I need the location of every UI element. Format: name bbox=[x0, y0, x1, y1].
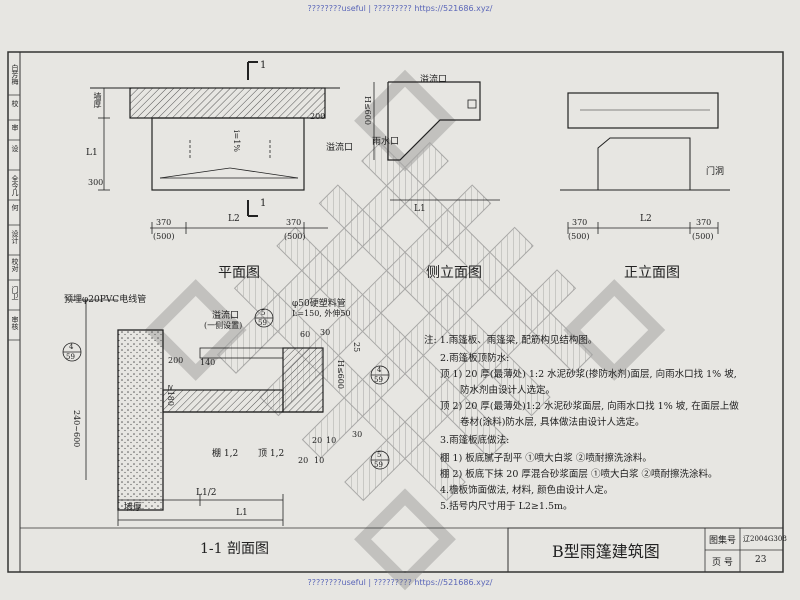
section-pipe-label: φ50硬塑料管 bbox=[292, 299, 346, 309]
side-dim-370: 370 bbox=[286, 218, 302, 227]
side-strip-item: 设计 bbox=[11, 230, 19, 244]
plan-wall-label: 墙厚 bbox=[93, 92, 102, 108]
note-line: 棚 2) 板底下抹 20 厚混合砂浆面层 ①喷大白浆 ②喷耐擦洗涂料。 bbox=[440, 469, 718, 480]
detail-b-page: 59 bbox=[258, 319, 267, 327]
section-dim-20: 20 bbox=[298, 456, 309, 465]
detail-b-num: 5 bbox=[261, 309, 266, 317]
note-line: 4.檐板饰面做法, 材料, 颜色由设计人定。 bbox=[440, 485, 614, 496]
section-dim-30b: 30 bbox=[352, 430, 363, 439]
detail-a-num: 4 bbox=[69, 343, 74, 351]
section-dim-h: H≤600 bbox=[336, 360, 345, 389]
section-dim-60: 60 bbox=[300, 330, 311, 339]
plan-dim-300: 300 bbox=[88, 178, 104, 187]
section-dim-240: 240~600 bbox=[72, 410, 81, 448]
side-strip-item: 设 bbox=[11, 145, 19, 152]
section-overflow-note: (一侧设置) bbox=[204, 321, 243, 330]
note-line: 卷材(涂料)防水层, 具体做法由设计人选定。 bbox=[460, 417, 645, 428]
side-dim-h: H≤600 bbox=[363, 96, 372, 125]
side-strip-item: 白芳梅 bbox=[11, 64, 19, 85]
section-conduit-label: 预埋φ20PVC电线管 bbox=[64, 295, 147, 305]
section-dim-20b: 20 bbox=[312, 436, 323, 445]
atlas-value: 辽2004G308 bbox=[743, 535, 787, 543]
section-dim-l1: L1 bbox=[236, 508, 248, 518]
front-dim-370-right: 370 bbox=[696, 218, 712, 227]
side-overflow-label: 溢流口 bbox=[420, 75, 448, 85]
atlas-label: 图集号 bbox=[709, 536, 737, 546]
front-dim-l2: L2 bbox=[640, 214, 652, 224]
side-dim-l1: L1 bbox=[414, 204, 426, 214]
note-line: 5.括号内尺寸用于 L2≥1.5m。 bbox=[440, 501, 573, 512]
side-strip-item: 审核 bbox=[11, 316, 19, 330]
plan-dim-l1: L1 bbox=[86, 148, 98, 158]
note-line: 顶 1) 20 厚(最薄处) 1:2 水泥砂浆(掺防水剂)面层, 向雨水口找 1… bbox=[440, 369, 737, 380]
note-line: 棚 1) 板底腻子刮平 ①喷大白浆 ②喷耐擦洗涂料。 bbox=[440, 453, 652, 464]
side-strip-item: 校对 bbox=[11, 258, 19, 272]
plan-slope: i=1% bbox=[232, 130, 241, 152]
side-title: 侧立面图 bbox=[426, 265, 482, 281]
section-roof: 顶 1,2 bbox=[258, 449, 285, 459]
plan-dim-500: (500) bbox=[153, 232, 175, 241]
side-strip-item: 全今几 bbox=[11, 175, 19, 196]
detail-b-page-2: 59 bbox=[374, 461, 383, 469]
front-door-label: 门洞 bbox=[706, 167, 725, 177]
plan-title: 平面图 bbox=[218, 265, 260, 281]
front-dim-500: (500) bbox=[568, 232, 590, 241]
plan-section-mark: 1 bbox=[260, 60, 267, 71]
watermark-top[interactable]: ????????useful | ????????? https://52168… bbox=[307, 4, 493, 13]
side-drain-label: 雨水口 bbox=[372, 137, 400, 147]
note-line: 顶 2) 20 厚(最薄处)1:2 水泥砂浆面层, 向雨水口找 1% 坡, 在面… bbox=[440, 401, 739, 412]
front-view bbox=[560, 92, 730, 234]
section-pipe-spec: L=150, 外伸50 bbox=[292, 309, 351, 318]
title-block bbox=[20, 527, 784, 573]
section-dim-10: 10 bbox=[314, 456, 325, 465]
page-label: 页 号 bbox=[712, 558, 733, 568]
side-view bbox=[373, 81, 500, 201]
plan-section-mark-bottom: 1 bbox=[260, 198, 267, 209]
section-dim-30: 30 bbox=[320, 328, 331, 337]
side-strip-item: 何 bbox=[11, 204, 19, 211]
note-line: 注: 1.雨篷板、雨篷梁, 配筋构见结构图。 bbox=[424, 335, 598, 346]
drawing-title: B型雨篷建筑图 bbox=[552, 542, 660, 561]
side-overflow-label-2: 溢流口 bbox=[326, 143, 354, 153]
detail-a-page-2: 59 bbox=[374, 376, 383, 384]
front-title: 正立面图 bbox=[624, 265, 680, 281]
side-strip-item: 门卫 bbox=[11, 286, 19, 300]
plan-dim-370: 370 bbox=[156, 218, 172, 227]
plan-dim-200: 200 bbox=[310, 112, 326, 121]
side-strip-item: 校 bbox=[11, 100, 19, 107]
section-wall-label: 墙厚 bbox=[124, 503, 143, 513]
section-title: 1-1 剖面图 bbox=[200, 541, 269, 557]
page-value: 23 bbox=[755, 555, 767, 565]
section-ceiling: 棚 1,2 bbox=[212, 449, 239, 459]
section-overflow-label: 溢流口 bbox=[212, 311, 240, 321]
front-dim-500-right: (500) bbox=[692, 232, 714, 241]
side-strip-item: 审 bbox=[11, 124, 19, 131]
section-view bbox=[62, 299, 390, 526]
detail-a-page: 59 bbox=[66, 353, 75, 361]
plan-dim-l2: L2 bbox=[228, 214, 240, 224]
note-line: 2.雨篷板顶防水: bbox=[440, 353, 510, 364]
section-dim-200: 200 bbox=[168, 356, 184, 365]
note-line: 3.雨篷板底做法: bbox=[440, 435, 510, 446]
front-dim-370: 370 bbox=[572, 218, 588, 227]
section-dim-25: 25 bbox=[352, 342, 361, 353]
plan-view bbox=[90, 61, 340, 234]
section-dim-140: 140 bbox=[200, 358, 216, 367]
section-dim-l1half: L1/2 bbox=[196, 488, 217, 498]
detail-a-num-2: 4 bbox=[377, 366, 382, 374]
note-line: 防水剂由设计人选定。 bbox=[460, 385, 556, 396]
section-dim-10b: 10 bbox=[326, 436, 337, 445]
side-dim-500: (500) bbox=[284, 232, 306, 241]
watermark-bottom[interactable]: ????????useful | ????????? https://52168… bbox=[307, 578, 493, 587]
detail-b-num-2: 5 bbox=[377, 451, 382, 459]
side-strip-lines bbox=[8, 94, 20, 341]
section-dim-180: ≥180 bbox=[166, 384, 175, 406]
